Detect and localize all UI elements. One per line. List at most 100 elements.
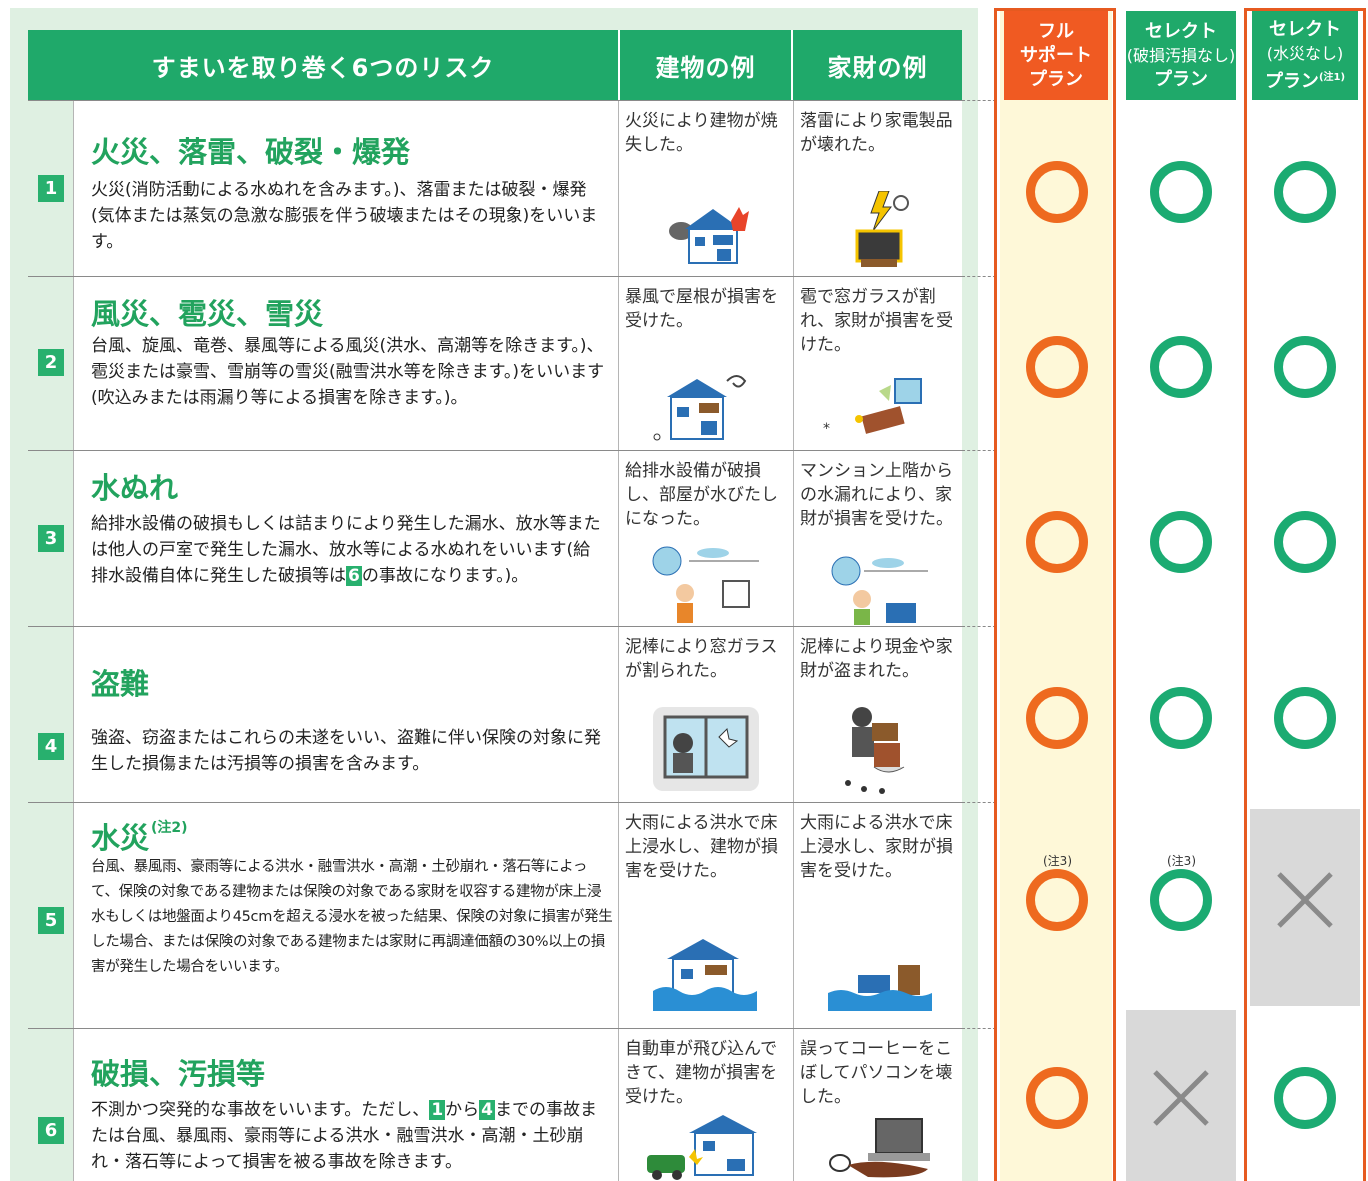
row-number-badge: 6 bbox=[38, 1117, 64, 1144]
header-contents: 家財の例 bbox=[793, 30, 962, 100]
header-building: 建物の例 bbox=[620, 30, 791, 100]
risk-title: 水ぬれ bbox=[91, 471, 179, 505]
full-support-plan-header: フルサポートプラン bbox=[1004, 11, 1108, 100]
building-example: 自動車が飛び込んできて、建物が損害を受けた。 bbox=[618, 1029, 793, 1181]
flooded-house-icon bbox=[653, 939, 757, 1011]
risk-title: 水災(注2) bbox=[91, 820, 188, 855]
covered-circle-mark bbox=[1150, 511, 1212, 573]
covered-circle-mark bbox=[1274, 161, 1336, 223]
risk-title: 盗難 bbox=[91, 667, 150, 701]
row-number-cell: 2 bbox=[28, 277, 74, 450]
risk-description: 台風、旋風、竜巻、暴風等による風災(洪水、高潮等を除きます。)、雹災または豪雪、… bbox=[91, 336, 605, 408]
burglar-window-icon bbox=[653, 707, 759, 791]
row-number-cell: 5 bbox=[28, 803, 74, 1028]
building-example: 給排水設備が破損し、部屋が水びたしになった。 bbox=[618, 451, 793, 626]
covered-circle-mark bbox=[1026, 511, 1088, 573]
row-connector bbox=[962, 1028, 996, 1029]
covered-circle-mark bbox=[1274, 1067, 1336, 1129]
building-example: 暴風で屋根が損害を受けた。 bbox=[618, 277, 793, 450]
covered-circle-mark bbox=[1026, 1067, 1088, 1129]
lightning-tv-icon bbox=[855, 191, 909, 267]
burning-house-icon bbox=[669, 207, 749, 264]
building-example-text: 泥棒により窓ガラスが割られた。 bbox=[625, 637, 778, 681]
row-connector bbox=[962, 100, 996, 101]
row-number-badge: 4 bbox=[38, 733, 64, 760]
select-no-breakage-plan-header: セレクト(破損汚損なし)プラン bbox=[1126, 11, 1236, 100]
water-leak-room-icon bbox=[652, 546, 759, 623]
contents-example: マンション上階からの水漏れにより、家財が損害を受けた。 bbox=[793, 451, 962, 626]
row-connector bbox=[962, 802, 996, 803]
covered-circle-mark bbox=[1026, 687, 1088, 749]
row-number-cell: 1 bbox=[28, 101, 74, 276]
risk-table: すまいを取り巻く6つのリスク 建物の例 家財の例 1 火災、落雷、破裂・爆発 火… bbox=[28, 30, 962, 1181]
row-number-badge: 2 bbox=[38, 349, 64, 376]
not-covered-cross-mark bbox=[1277, 872, 1333, 928]
row-number-badge: 5 bbox=[38, 907, 64, 934]
risk-row-3: 3 水ぬれ 給排水設備の破損もしくは詰まりにより発生した漏水、放水等または他人の… bbox=[28, 450, 962, 626]
building-example-text: 自動車が飛び込んできて、建物が損害を受けた。 bbox=[625, 1039, 778, 1107]
row-connector bbox=[962, 276, 996, 277]
header-risk: すまいを取り巻く6つのリスク bbox=[28, 30, 618, 100]
row-number-cell: 6 bbox=[28, 1029, 74, 1181]
risk-description: 強盗、窃盗またはこれらの未遂をいい、盗難に伴い保険の対象に発生した損傷または汚損… bbox=[91, 728, 601, 774]
contents-example-text: 雹で窓ガラスが割れ、家財が損害を受けた。 bbox=[800, 287, 954, 355]
building-example-text: 大雨による洪水で床上浸水し、建物が損害を受けた。 bbox=[625, 813, 778, 881]
select-no-flood-plan-header: セレクト(水災なし)プラン(注1) bbox=[1252, 11, 1358, 100]
building-example: 泥棒により窓ガラスが割られた。 bbox=[618, 627, 793, 802]
contents-example: 誤ってコーヒーをこぼしてパソコンを壊した。 bbox=[793, 1029, 962, 1181]
covered-circle-mark bbox=[1026, 869, 1088, 931]
risk-description: 火災(消防活動による水ぬれを含みます。)、落雷または破裂・爆発(気体または蒸気の… bbox=[91, 180, 598, 252]
row-number-badge: 3 bbox=[38, 525, 64, 552]
row-number-cell: 3 bbox=[28, 451, 74, 626]
covered-circle-mark bbox=[1026, 336, 1088, 398]
thief-carrying-icon bbox=[845, 707, 905, 794]
covered-circle-mark bbox=[1274, 511, 1336, 573]
covered-circle-mark bbox=[1274, 336, 1336, 398]
windy-house-icon bbox=[653, 375, 747, 441]
contents-example: 落雷により家電製品が壊れた。 bbox=[793, 101, 962, 276]
not-covered-cell bbox=[1250, 809, 1360, 1006]
spilled-coffee-laptop-icon bbox=[829, 1118, 930, 1178]
risk-description: 給排水設備の破損もしくは詰まりにより発生した漏水、放水等または他人の戸室で発生し… bbox=[91, 514, 601, 586]
row-connector bbox=[962, 450, 996, 451]
risk-row-2: 2 風災、雹災、雪災 台風、旋風、竜巻、暴風等による風災(洪水、高潮等を除きます… bbox=[28, 276, 962, 450]
risk-title: 破損、汚損等 bbox=[91, 1057, 266, 1091]
contents-example-text: マンション上階からの水漏れにより、家財が損害を受けた。 bbox=[800, 461, 953, 529]
coverage-note: (注3) bbox=[1043, 854, 1072, 868]
building-example-text: 火災により建物が焼失した。 bbox=[625, 111, 778, 155]
building-example-text: 暴風で屋根が損害を受けた。 bbox=[625, 287, 778, 331]
covered-circle-mark bbox=[1274, 687, 1336, 749]
flooded-room-icon bbox=[831, 556, 928, 625]
contents-example-text: 泥棒により現金や家財が盗まれた。 bbox=[800, 637, 953, 681]
risk-row-5: 5 水災(注2) 台風、暴風雨、豪雨等による洪水・融雪洪水・高潮・土砂崩れ・落石… bbox=[28, 802, 962, 1028]
risk-title: 火災、落雷、破裂・爆発 bbox=[91, 135, 411, 169]
svg-text:*: * bbox=[823, 421, 830, 437]
contents-example-text: 落雷により家電製品が壊れた。 bbox=[800, 111, 953, 155]
not-covered-cross-mark bbox=[1153, 1070, 1209, 1126]
risk-description: 台風、暴風雨、豪雨等による洪水・融雪洪水・高潮・土砂崩れ・落石等によって、保険の… bbox=[91, 859, 613, 975]
row-connector bbox=[962, 626, 996, 627]
risk-row-1: 1 火災、落雷、破裂・爆発 火災(消防活動による水ぬれを含みます。)、落雷または… bbox=[28, 100, 962, 276]
covered-circle-mark bbox=[1150, 161, 1212, 223]
flooded-furniture-icon bbox=[828, 965, 932, 1011]
contents-example-text: 大雨による洪水で床上浸水し、家財が損害を受けた。 bbox=[800, 813, 953, 881]
risk-row-4: 4 盗難 強盗、窃盗またはこれらの未遂をいい、盗難に伴い保険の対象に発生した損傷… bbox=[28, 626, 962, 802]
covered-circle-mark bbox=[1150, 869, 1212, 931]
hail-window-icon: * bbox=[823, 378, 922, 437]
building-example-text: 給排水設備が破損し、部屋が水びたしになった。 bbox=[625, 461, 778, 529]
car-crash-house-icon bbox=[647, 1115, 757, 1180]
building-example: 火災により建物が焼失した。 bbox=[618, 101, 793, 276]
covered-circle-mark bbox=[1150, 336, 1212, 398]
row-number-cell: 4 bbox=[28, 627, 74, 802]
select-no-flood-plan-frame bbox=[1244, 8, 1366, 1181]
covered-circle-mark bbox=[1150, 687, 1212, 749]
building-example: 大雨による洪水で床上浸水し、建物が損害を受けた。 bbox=[618, 803, 793, 1028]
contents-example: 大雨による洪水で床上浸水し、家財が損害を受けた。 bbox=[793, 803, 962, 1028]
contents-example-text: 誤ってコーヒーをこぼしてパソコンを壊した。 bbox=[800, 1039, 953, 1107]
row-number-badge: 1 bbox=[38, 175, 64, 202]
risk-title: 風災、雹災、雪災 bbox=[91, 297, 324, 331]
contents-example: 泥棒により現金や家財が盗まれた。 bbox=[793, 627, 962, 802]
coverage-note: (注3) bbox=[1167, 854, 1196, 868]
